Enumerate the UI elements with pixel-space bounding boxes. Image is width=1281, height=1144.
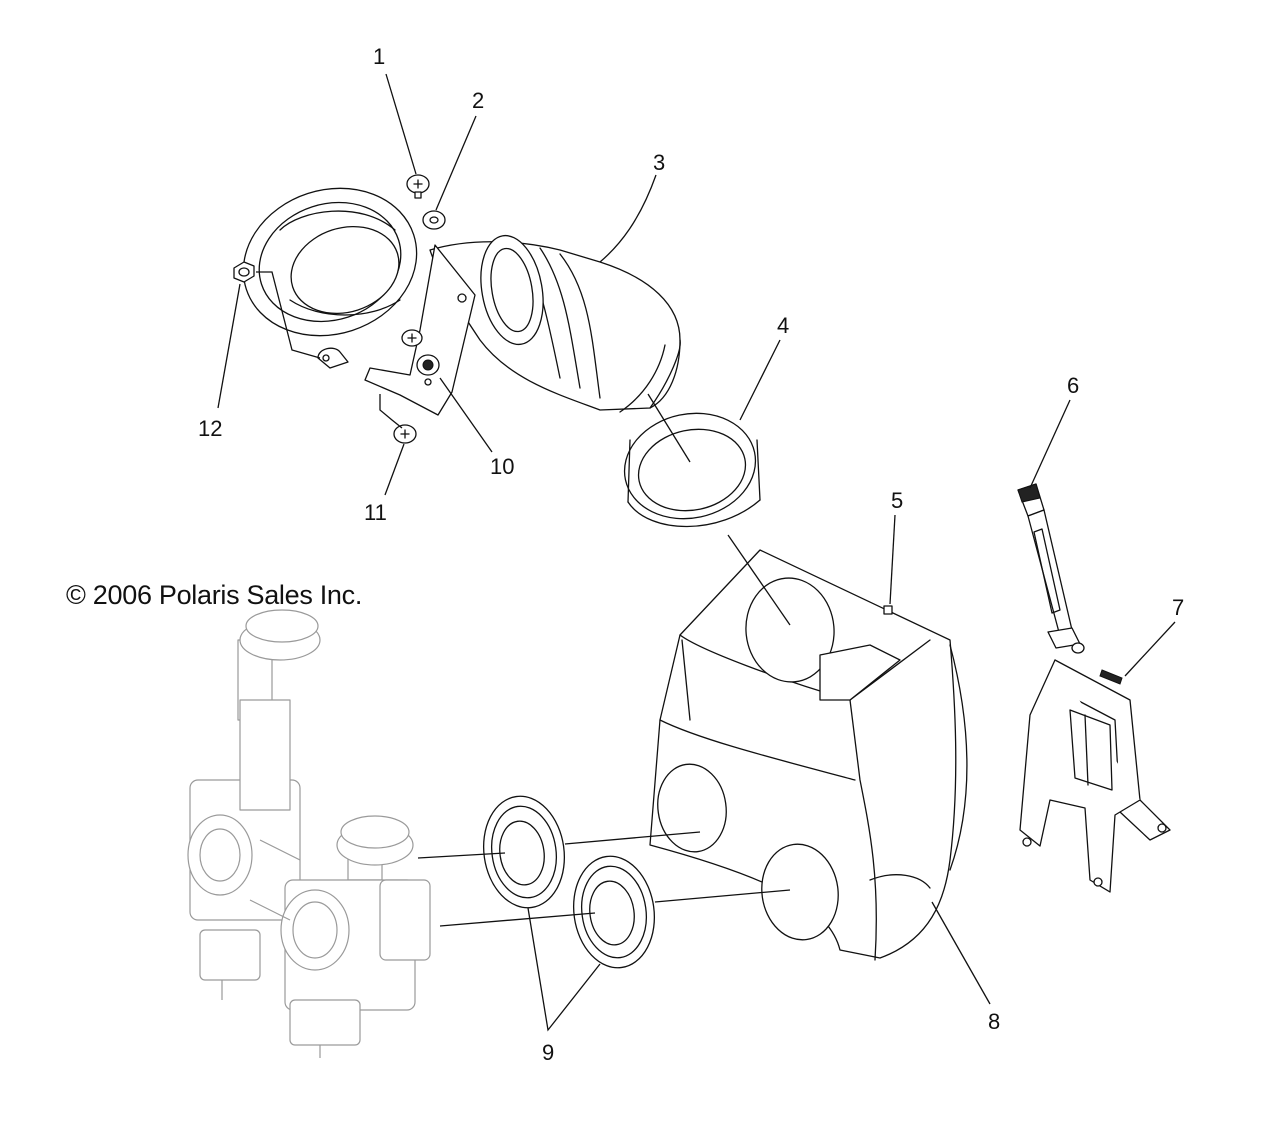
callout-2: 2 bbox=[472, 88, 484, 113]
grommets-part-9 bbox=[482, 795, 656, 969]
intake-duct-part-3 bbox=[429, 234, 681, 413]
callout-7: 7 bbox=[1172, 595, 1184, 620]
callout-9: 9 bbox=[542, 1040, 554, 1065]
callout-6: 6 bbox=[1067, 373, 1079, 398]
callout-8: 8 bbox=[988, 1009, 1000, 1034]
airbox-part-8 bbox=[649, 549, 968, 961]
washer-part-2 bbox=[422, 210, 446, 230]
callout-11: 11 bbox=[364, 500, 387, 525]
strap-part-6 bbox=[1017, 483, 1085, 654]
bracket-part-10 bbox=[317, 244, 476, 416]
callout-5: 5 bbox=[891, 488, 903, 513]
intake-bellmouth bbox=[242, 187, 418, 337]
nut-part-12 bbox=[233, 261, 255, 283]
callout-10: 10 bbox=[490, 454, 514, 479]
screw-part-1 bbox=[406, 174, 430, 199]
callout-3: 3 bbox=[653, 150, 665, 175]
clamp-ring-part-4 bbox=[623, 412, 761, 528]
callout-4: 4 bbox=[777, 313, 789, 338]
mounting-bracket-part-7 bbox=[1019, 659, 1171, 893]
callout-12: 12 bbox=[198, 416, 222, 441]
copyright-notice: © 2006 Polaris Sales Inc. bbox=[66, 580, 363, 610]
screw-part-11 bbox=[393, 424, 417, 444]
callout-1: 1 bbox=[373, 44, 385, 69]
carburetor-assembly bbox=[187, 609, 431, 1058]
